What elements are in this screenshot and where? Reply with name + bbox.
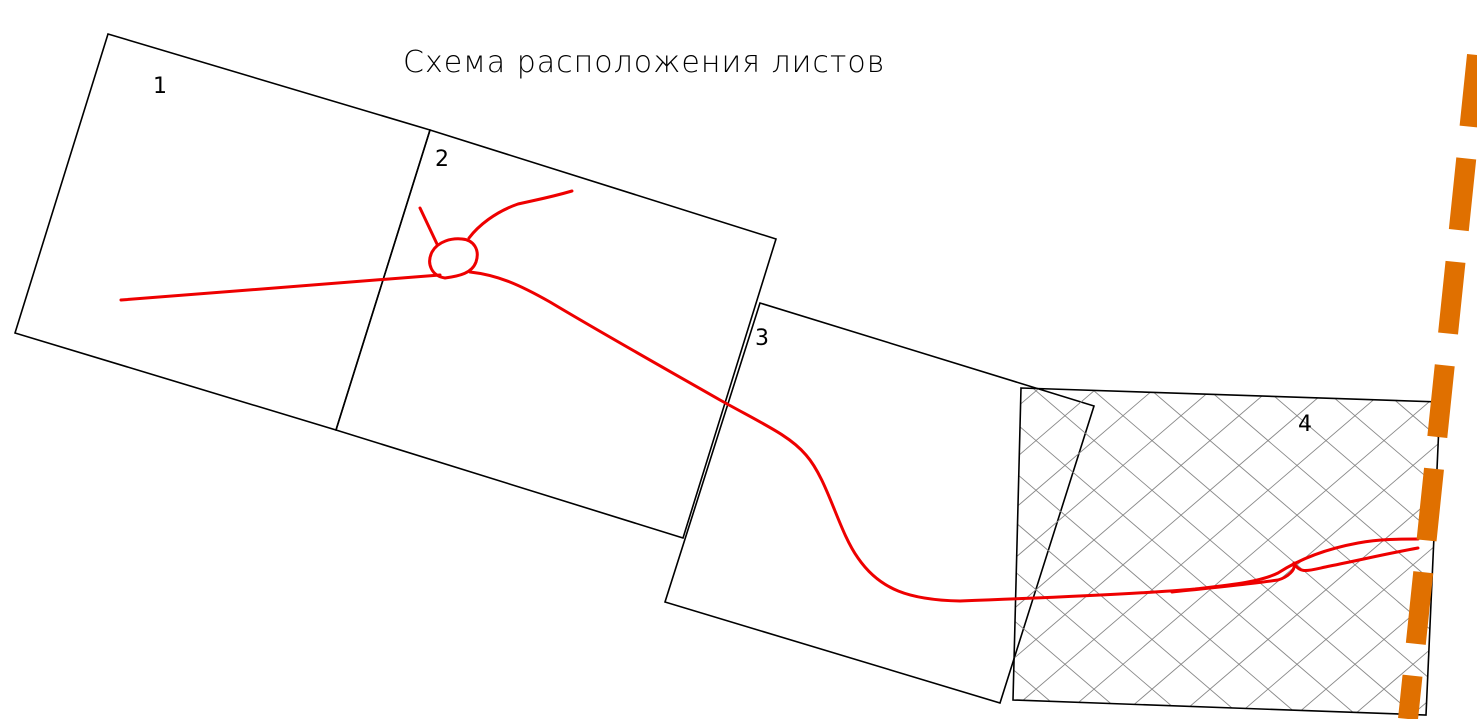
sheet-4-frame	[1012, 387, 1441, 716]
hatch-line	[1013, 388, 1131, 715]
hatch-line	[1013, 388, 1363, 715]
hatch-line	[1013, 388, 1189, 715]
route-loop	[428, 237, 479, 280]
hatch-line	[1057, 388, 1440, 715]
hatch-line	[478, 360, 898, 719]
hatch-line	[1231, 388, 1440, 715]
route-inner-line	[1170, 546, 1420, 594]
route-spur-northeast	[467, 189, 574, 240]
sheet-3-label: 3	[755, 326, 769, 351]
hatch-line	[1013, 388, 1305, 715]
hatch-line	[1013, 388, 1073, 715]
hatch-line	[1464, 360, 1477, 719]
sheet-1-label: 1	[153, 74, 167, 99]
hatch-line	[1013, 388, 1015, 715]
hatch-line	[478, 360, 898, 719]
route-spur-north	[418, 206, 439, 246]
hatch-line	[1013, 388, 1247, 715]
sheet-2-label: 2	[435, 147, 449, 172]
diagram-title: Схема расположения листов	[403, 45, 885, 80]
hatch-line	[1347, 388, 1440, 715]
route-main-line	[468, 270, 1420, 603]
hatch-line	[1013, 388, 1189, 715]
sheet-3-frame	[663, 302, 1096, 704]
hatch-line	[1115, 388, 1440, 715]
hatch-line	[1347, 388, 1440, 715]
hatch-line	[420, 360, 840, 719]
sheet-1-frame	[13, 33, 432, 431]
boundary-dashed-line	[1398, 53, 1477, 719]
sheet-4-hatching	[420, 360, 1477, 719]
hatch-line	[1013, 388, 1015, 715]
hatch-line	[1013, 388, 1421, 715]
route-lines	[119, 189, 1420, 603]
sheet-2-frame	[334, 128, 778, 540]
hatch-line	[1464, 360, 1477, 719]
hatch-line	[1231, 388, 1440, 715]
hatch-line	[1013, 388, 1073, 715]
hatch-line	[1289, 388, 1440, 715]
sheet-4-label: 4	[1298, 412, 1312, 437]
hatch-line	[420, 360, 840, 719]
hatch-line	[1013, 388, 1131, 715]
route-west-branch	[119, 273, 442, 302]
hatch-line	[1289, 388, 1440, 715]
